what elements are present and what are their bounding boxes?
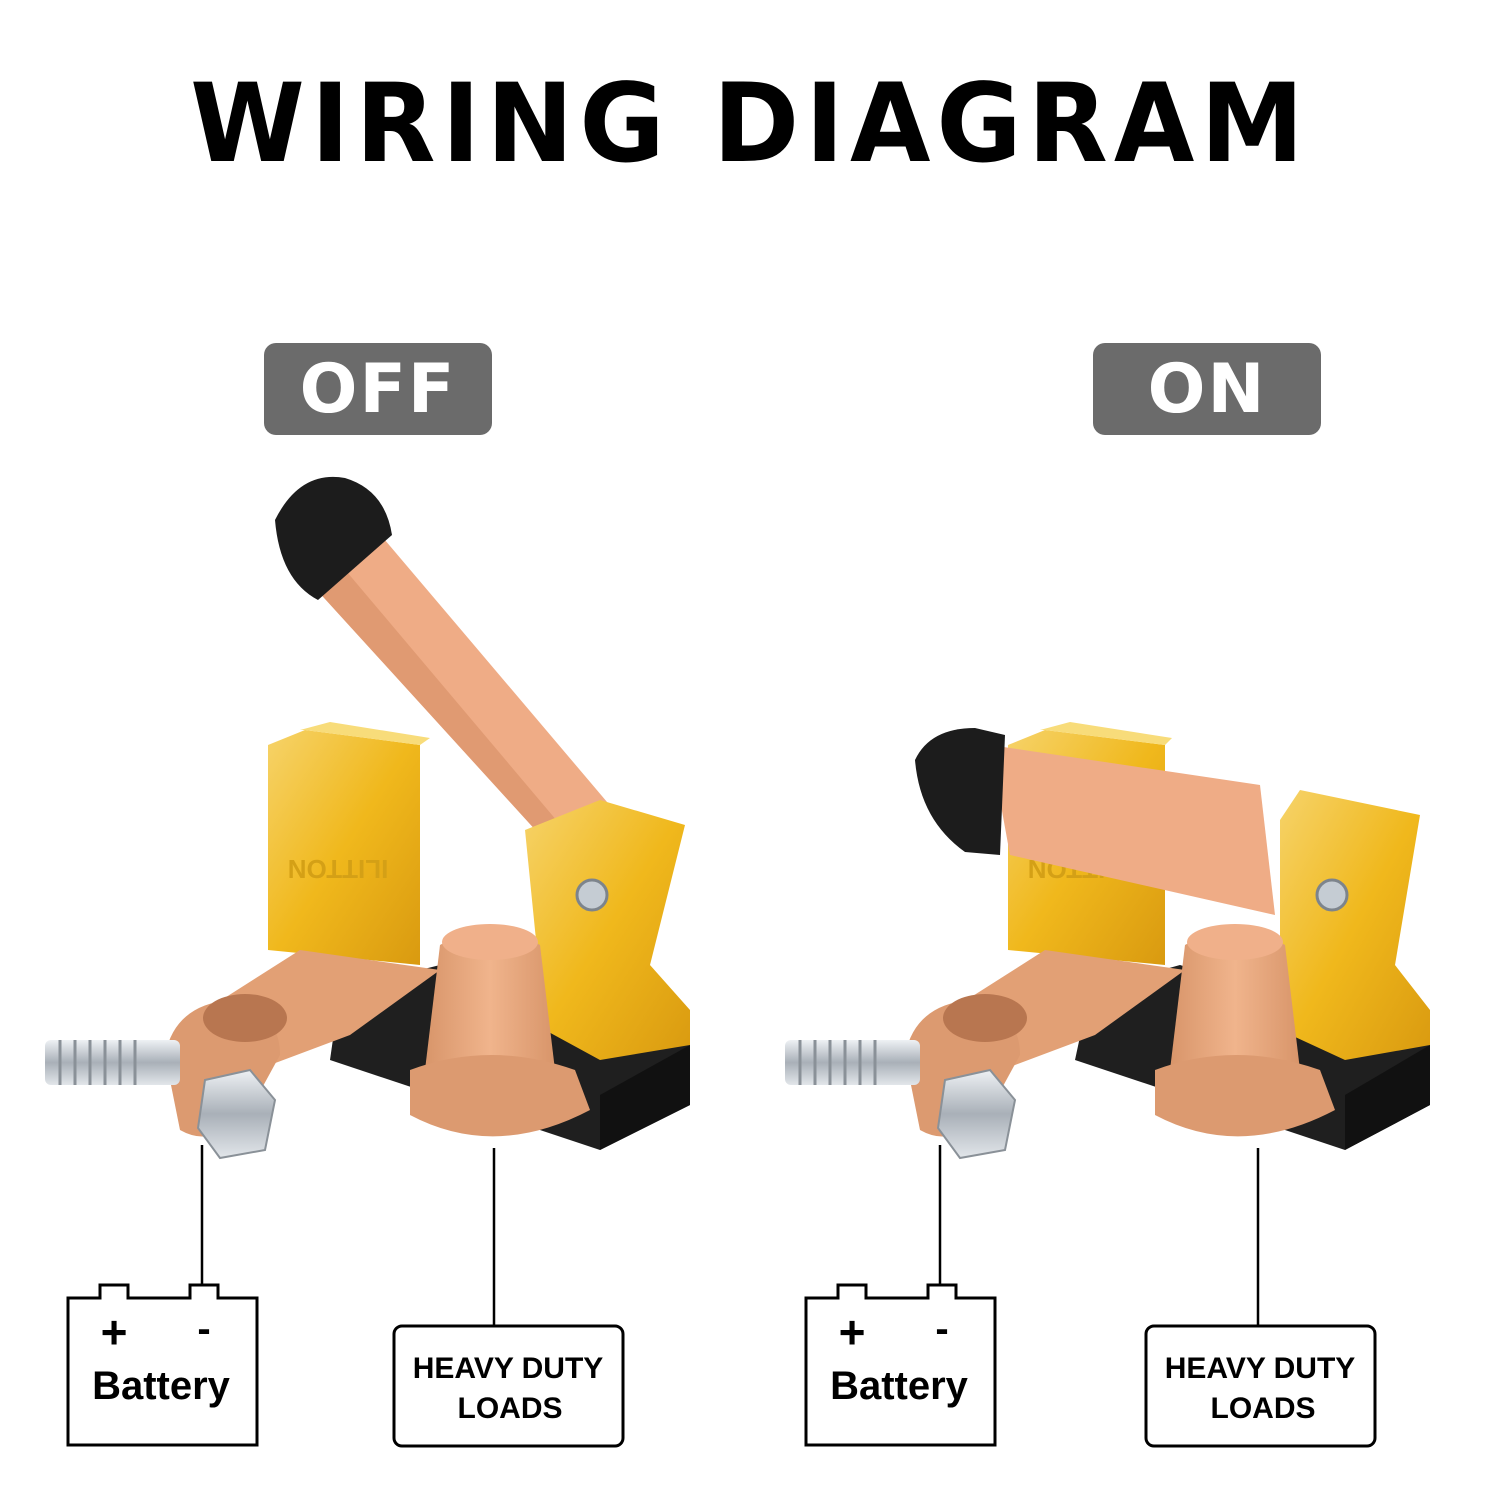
battery-symbol-off: + - Battery: [66, 1283, 259, 1447]
terminal-bolt: [785, 1040, 920, 1085]
on-state-badge: ON: [1093, 343, 1321, 435]
load-post: [1170, 930, 1300, 1070]
battery-label: Battery: [92, 1364, 231, 1408]
lever-grip: [275, 476, 392, 600]
brand-engraving: ILITTON: [288, 854, 389, 884]
load-label-line2: LOADS: [458, 1392, 563, 1425]
battery-minus-label: -: [197, 1307, 210, 1351]
off-state-badge: OFF: [264, 343, 492, 435]
load-box-off: HEAVY DUTY LOADS: [392, 1324, 625, 1448]
terminal-bolt: [45, 1040, 180, 1085]
battery-label: Battery: [830, 1364, 969, 1408]
load-box-on: HEAVY DUTY LOADS: [1144, 1324, 1377, 1448]
hex-nut: [196, 1068, 277, 1160]
off-switch-illustration: ILITTON: [45, 476, 690, 1160]
on-switch-illustration: ILITTON: [785, 722, 1430, 1160]
load-label-line2: LOADS: [1211, 1392, 1316, 1425]
gold-clip-back: [268, 730, 420, 965]
gold-bracket-front: [1280, 790, 1430, 1060]
battery-plus-label: +: [839, 1306, 866, 1358]
battery-symbol-on: + - Battery: [804, 1283, 997, 1447]
battery-minus-label: -: [935, 1307, 948, 1351]
battery-plus-label: +: [101, 1306, 128, 1358]
hex-nut: [936, 1068, 1017, 1160]
load-label-line1: HEAVY DUTY: [413, 1352, 604, 1385]
page-title: WIRING DIAGRAM: [190, 58, 1310, 188]
load-label-line1: HEAVY DUTY: [1165, 1352, 1356, 1385]
gold-bracket-front: [525, 800, 690, 1060]
lever-grip: [915, 728, 1005, 855]
pivot-screw: [575, 878, 609, 912]
load-post: [425, 930, 555, 1070]
lever-handle: [990, 745, 1275, 915]
pivot-screw: [1315, 878, 1349, 912]
